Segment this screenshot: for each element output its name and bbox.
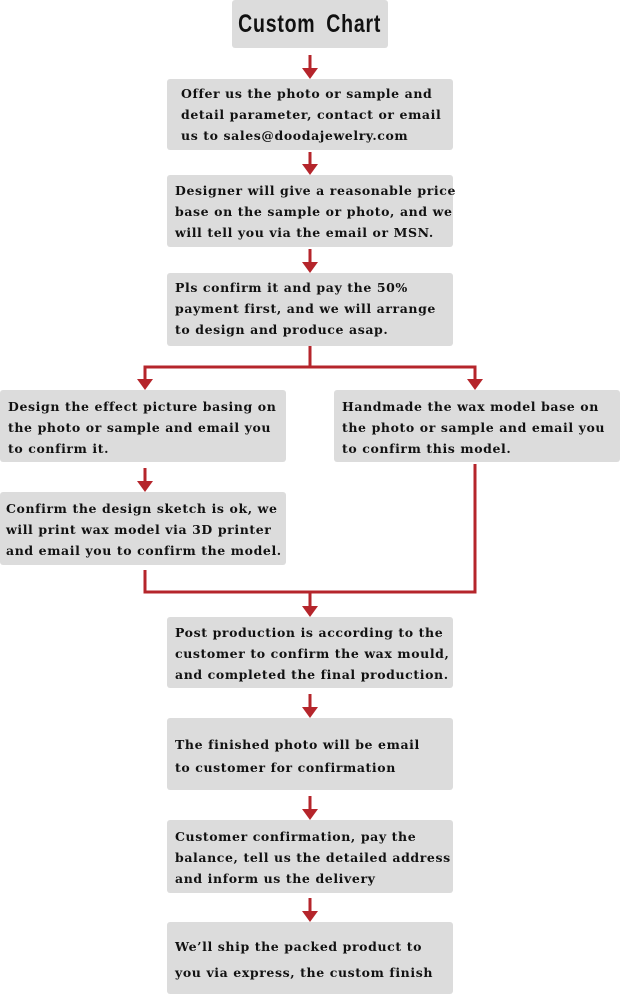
step-text: to confirm this model. [342, 441, 512, 456]
step-post-production: Post production is according to the cust… [167, 617, 453, 688]
step-text: the photo or sample and email you [8, 420, 272, 435]
step-customer-confirmation: Customer confirmation, pay the balance, … [167, 820, 453, 893]
step-text: detail parameter, contact or email [181, 107, 442, 122]
arrowheads [137, 68, 483, 922]
step-text: Design the effect picture basing on [8, 399, 277, 414]
step-text: and completed the final production. [175, 667, 449, 682]
arrowhead-icon [302, 809, 318, 820]
step-text: Post production is according to the [175, 625, 444, 640]
connector-lines [143, 55, 477, 913]
step-text: Customer confirmation, pay the [175, 829, 417, 844]
step-text: will tell you via the email or MSN. [175, 225, 434, 240]
step-text: us to sales@doodajewelry.com [181, 128, 409, 143]
step-text: customer to confirm the wax mould, [175, 646, 450, 661]
arrowhead-icon [302, 262, 318, 273]
connector-split-right [310, 365, 477, 380]
step-text: to customer for confirmation [175, 760, 396, 775]
step-handmade-wax: Handmade the wax model base on the photo… [334, 390, 620, 462]
step-ship: We’ll ship the packed product to you via… [167, 922, 453, 994]
connector-split-left [143, 346, 312, 380]
arrowhead-icon [302, 68, 318, 79]
arrowhead-icon [302, 707, 318, 718]
step-text: Offer us the photo or sample and [181, 86, 433, 101]
step-text: to confirm it. [8, 441, 110, 456]
step-text: Pls confirm it and pay the 50% [175, 280, 408, 295]
step-finished-photo: The finished photo will be email to cust… [167, 718, 453, 790]
step-text: and email you to confirm the model. [6, 543, 282, 558]
step-text: balance, tell us the detailed address [175, 850, 451, 865]
step-price: Designer will give a reasonable price ba… [167, 175, 456, 247]
arrowhead-icon [302, 606, 318, 617]
step-confirm-pay: Pls confirm it and pay the 50% payment f… [167, 273, 453, 346]
step-text: the photo or sample and email you [342, 420, 606, 435]
step-text: and inform us the delivery [175, 871, 376, 886]
step-text: Designer will give a reasonable price [175, 183, 456, 198]
chart-title: Custom Chart [232, 0, 388, 48]
step-text: you via express, the custom finish [175, 965, 434, 980]
step-design-effect: Design the effect picture basing on the … [0, 390, 286, 462]
step-text: payment first, and we will arrange [175, 301, 436, 316]
step-text: The finished photo will be email [175, 737, 420, 752]
step-text: to design and produce asap. [175, 322, 389, 337]
arrowhead-icon [302, 164, 318, 175]
step-text: base on the sample or photo, and we [175, 204, 453, 219]
chart-title-text: Custom Chart [238, 9, 382, 38]
step-text: We’ll ship the packed product to [175, 939, 423, 954]
arrowhead-icon [137, 379, 153, 390]
step-text: will print wax model via 3D printer [6, 522, 272, 537]
arrowhead-icon [302, 911, 318, 922]
step-text: Confirm the design sketch is ok, we [6, 501, 278, 516]
arrowhead-icon [467, 379, 483, 390]
step-confirm-sketch: Confirm the design sketch is ok, we will… [0, 492, 286, 565]
arrowhead-icon [137, 481, 153, 492]
step-text: Handmade the wax model base on [342, 399, 599, 414]
step-offer: Offer us the photo or sample and detail … [167, 79, 453, 150]
